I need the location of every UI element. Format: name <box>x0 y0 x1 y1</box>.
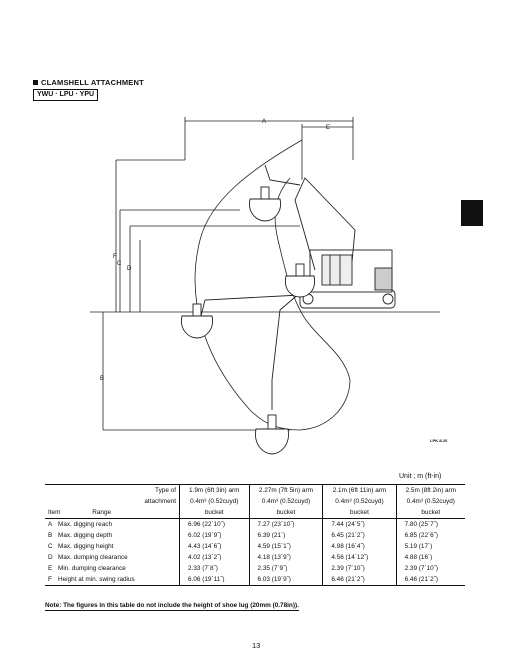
table-header-row: Item Range bucket bucket bucket bucket <box>45 507 465 519</box>
row-label: B Max. digging depth <box>45 530 180 541</box>
row-key: E <box>48 564 53 572</box>
row-key: B <box>48 531 53 539</box>
row-label: D Max. dumping clearance <box>45 552 180 563</box>
row-key: D <box>48 553 53 561</box>
header-bucket-3: bucket <box>322 507 397 519</box>
row-value: 6.46 (21´2˝) <box>395 574 465 586</box>
dim-label-c: C <box>117 261 122 267</box>
dim-label-e: E <box>326 125 330 131</box>
row-value: 6.03 (19´9˝) <box>248 574 323 586</box>
table-header-row: attachment 0.4m³ (0.52cuyd) 0.4m³ (0.52c… <box>45 496 465 507</box>
header-type-label: Type of <box>45 484 180 496</box>
dim-label-b: B <box>100 376 104 382</box>
table-header-row: Type of 1.9m (6ft 3in) arm 2.27m (7ft 5i… <box>45 484 465 496</box>
table-body: A Max. digging reach 6.96 (22´10˝)7.27 (23… <box>45 518 465 586</box>
row-value: 7.44 (24´5˝) <box>322 518 397 530</box>
row-key: A <box>48 520 53 528</box>
header-arm-2: 2.27m (7ft 5in) arm <box>248 484 323 496</box>
row-value: 7.27 (23´10˝) <box>248 518 323 530</box>
unit-note: Unit ; m (ft-in) <box>399 473 442 480</box>
row-value: 6.45 (21´2˝) <box>322 530 397 541</box>
section-tab-marker <box>461 200 483 226</box>
row-value: 4.88 (16´) <box>395 552 465 563</box>
row-label: A Max. digging reach <box>45 519 180 531</box>
diagram-id: LPK-8-20 <box>430 438 448 443</box>
bullet-square-icon <box>33 80 38 85</box>
table-row: F Height at min. swing radius 6.06 (19´11˝… <box>45 574 465 586</box>
row-key: F <box>48 575 52 583</box>
row-value: 6.85 (22´6˝) <box>395 530 465 541</box>
specification-table: Type of 1.9m (6ft 3in) arm 2.27m (7ft 5i… <box>45 484 465 586</box>
row-value: 4.18 (13´9˝) <box>248 552 323 563</box>
working-range-envelope <box>194 139 351 431</box>
row-value: 7.80 (25´7˝) <box>395 518 465 530</box>
row-value: 4.59 (15´1˝) <box>248 541 323 552</box>
row-label-text: Min. dumping clearance <box>58 564 126 572</box>
row-label-text: Max. digging height <box>58 542 114 550</box>
table-row: C Max. digging height 4.43 (14´6˝)4.59 (15… <box>45 541 465 552</box>
dim-label-a: A <box>262 119 266 125</box>
row-value: 4.56 (14´12˝) <box>322 552 397 563</box>
header-range-label: Range <box>92 508 112 516</box>
row-value: 6.96 (22´10˝) <box>179 518 250 530</box>
row-value: 2.39 (7´10˝) <box>395 563 465 574</box>
table-row: B Max. digging depth 6.02 (19´9˝)6.39 (21´… <box>45 530 465 541</box>
header-arm-1: 1.9m (6ft 3in) arm <box>179 484 250 496</box>
dim-label-d: D <box>127 266 132 272</box>
row-value: 2.33 (7´8˝) <box>179 563 250 574</box>
row-value: 6.06 (19´11˝) <box>179 574 250 586</box>
page-number: 13 <box>252 641 261 650</box>
row-value: 4.98 (16´4˝) <box>322 541 397 552</box>
header-item-range: Item Range <box>45 507 180 519</box>
clamshell-bucket-top <box>249 186 281 222</box>
header-bucket-4: bucket <box>395 507 465 519</box>
row-label-text: Max. dumping clearance <box>58 553 128 561</box>
section-title-text: CLAMSHELL ATTACHMENT <box>41 78 144 87</box>
header-bucket-cap-4: 0.4m³ (0.52cuyd) <box>395 496 465 507</box>
row-value: 4.02 (13´2˝) <box>179 552 250 563</box>
clamshell-working-range-diagram: A E B F C D <box>90 117 440 455</box>
row-label-text: Height at min. swing radius <box>58 575 135 583</box>
row-value: 6.02 (19´9˝) <box>179 530 250 541</box>
row-label: F Height at min. swing radius <box>45 574 180 586</box>
row-value: 5.19 (17´) <box>395 541 465 552</box>
row-label: C Max. digging height <box>45 541 180 552</box>
clamshell-bucket-left <box>181 303 213 339</box>
row-value: 6.39 (21´) <box>248 530 323 541</box>
header-attachment-label: attachment <box>144 497 176 505</box>
section-title: CLAMSHELL ATTACHMENT <box>33 78 144 87</box>
table-row: E Min. dumping clearance 2.33 (7´8˝)2.35 (… <box>45 563 465 574</box>
header-arm-3: 2.1m (6ft 11in) arm <box>322 484 397 496</box>
header-bucket-2: bucket <box>248 507 323 519</box>
row-label: E Min. dumping clearance <box>45 563 180 574</box>
row-value: 4.43 (14´6˝) <box>179 541 250 552</box>
table-footnote: Note: The figures in this table do not i… <box>45 602 299 611</box>
row-key: C <box>48 542 53 550</box>
row-value: 2.39 (7´10˝) <box>322 563 397 574</box>
model-codes-box: YWU · LPU · YPU <box>33 89 99 101</box>
table-row: A Max. digging reach 6.96 (22´10˝)7.27 (23… <box>45 518 465 531</box>
dim-label-f: F <box>113 254 117 260</box>
header-item-label: Item <box>48 508 61 516</box>
row-value: 2.35 (7´9˝) <box>248 563 323 574</box>
row-label-text: Max. digging reach <box>58 520 112 528</box>
row-value: 6.46 (21´2˝) <box>322 574 397 586</box>
header-arm-4: 2.5m (8ft 2in) arm <box>395 484 465 496</box>
table-row: D Max. dumping clearance 4.02 (13´2˝)4.18 … <box>45 552 465 563</box>
row-label-text: Max. digging depth <box>58 531 113 539</box>
clamshell-bucket-mid <box>284 263 316 298</box>
header-bucket-cap-1: 0.4m³ (0.52cuyd) <box>179 496 250 507</box>
clamshell-bucket-bottom <box>255 414 289 455</box>
header-bucket-cap-3: 0.4m³ (0.52cuyd) <box>322 496 397 507</box>
header-bucket-1: bucket <box>179 507 250 519</box>
header-bucket-cap-2: 0.4m³ (0.52cuyd) <box>248 496 323 507</box>
